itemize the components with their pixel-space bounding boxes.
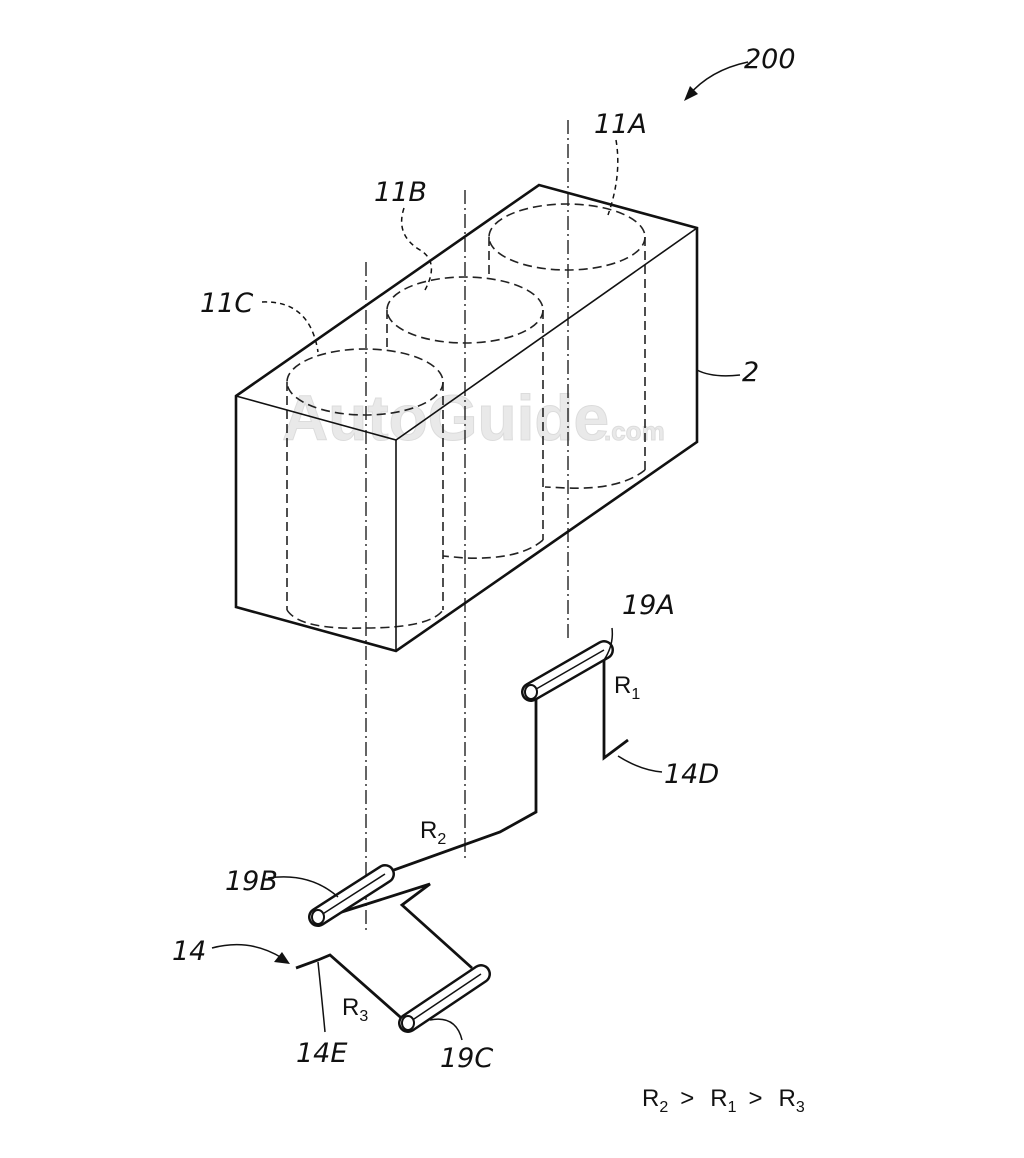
watermark: AutoGuide .com (282, 382, 666, 455)
wire-r2-r3 (325, 882, 473, 970)
electrode-19b (308, 864, 395, 927)
leader-19a (603, 627, 614, 661)
electrode-19a (521, 640, 614, 702)
label-r3: R3 (342, 994, 368, 1025)
center-axes (365, 120, 569, 930)
label-19b: 19B (225, 866, 278, 897)
label-19a: 19A (622, 590, 675, 621)
label-14d: 14D (664, 759, 719, 790)
label-2: 2 (742, 357, 759, 388)
label-14e: 14E (296, 1038, 347, 1069)
arrow-200 (687, 61, 749, 97)
label-11b: 11B (374, 177, 427, 208)
block-outline (234, 183, 699, 653)
cylinder-11a-top (488, 203, 646, 271)
label-19c: 19C (440, 1043, 493, 1074)
electrode-19c (398, 964, 491, 1033)
leader-11a (607, 139, 619, 216)
leader-2 (696, 369, 741, 377)
label-11a: 11A (594, 109, 647, 140)
resistance-relation: R2>R1>R3 (642, 1085, 805, 1116)
label-14: 14 (172, 936, 206, 967)
leader-14d (617, 755, 663, 773)
label-r1: R1 (614, 672, 640, 703)
leader-11c (261, 301, 319, 353)
label-r2: R2 (420, 817, 446, 848)
leader-11b (400, 207, 433, 291)
watermark-suffix: .com (604, 416, 665, 446)
relation-text: R2>R1>R3 (642, 1085, 805, 1116)
resistor-wire-14 (295, 649, 629, 1025)
reference-labels: 200 11A 11B 11C 2 19A 14D 19B 14 14E 19C (172, 44, 796, 1074)
cylinders (286, 203, 646, 629)
label-200: 200 (744, 44, 796, 75)
leader-19c (429, 1018, 463, 1041)
wire-r1-r2 (379, 649, 629, 877)
wire-r3-14e (295, 953, 408, 1025)
leader-lines (211, 61, 749, 1041)
watermark-text: AutoGuide (282, 382, 609, 454)
block-2 (234, 183, 699, 653)
leader-14e (317, 961, 326, 1033)
resistance-labels: R1 R2 R3 (342, 672, 640, 1025)
arrow-14 (211, 943, 283, 959)
label-11c: 11C (200, 288, 253, 319)
leader-19b (267, 876, 339, 898)
